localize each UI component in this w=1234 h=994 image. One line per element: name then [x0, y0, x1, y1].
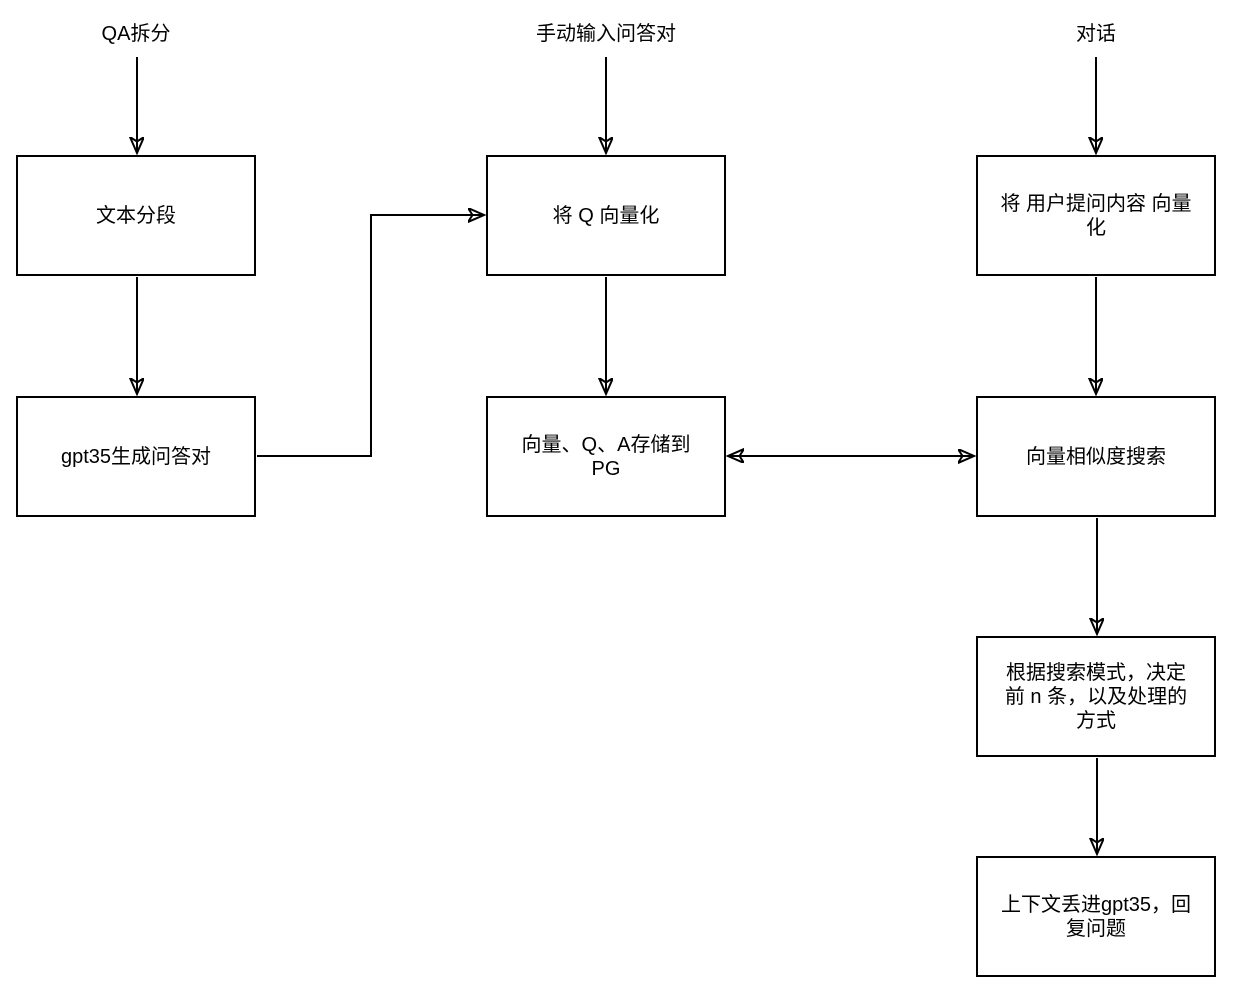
- node-text-segmentation: 文本分段: [16, 155, 256, 276]
- node-gpt35-generate-qa: gpt35生成问答对: [16, 396, 256, 517]
- node-store-to-pg: 向量、Q、A存储到 PG: [486, 396, 726, 517]
- entry-label-manual-qa: 手动输入问答对: [536, 23, 676, 45]
- entry-label-qa-split: QA拆分: [101, 23, 171, 45]
- node-gpt35-reply: 上下文丢进gpt35，回 复问题: [976, 856, 1216, 977]
- node-vectorize-q: 将 Q 向量化: [486, 155, 726, 276]
- node-vectorize-user-question: 将 用户提问内容 向量 化: [976, 155, 1216, 276]
- node-vector-similarity-search: 向量相似度搜索: [976, 396, 1216, 517]
- arrow-gpt35-generate-qa-to-vectorize-q: [257, 215, 483, 457]
- entry-label-dialogue: 对话: [1076, 23, 1116, 45]
- node-search-mode-decision: 根据搜索模式，决定 前 n 条，以及处理的 方式: [976, 636, 1216, 757]
